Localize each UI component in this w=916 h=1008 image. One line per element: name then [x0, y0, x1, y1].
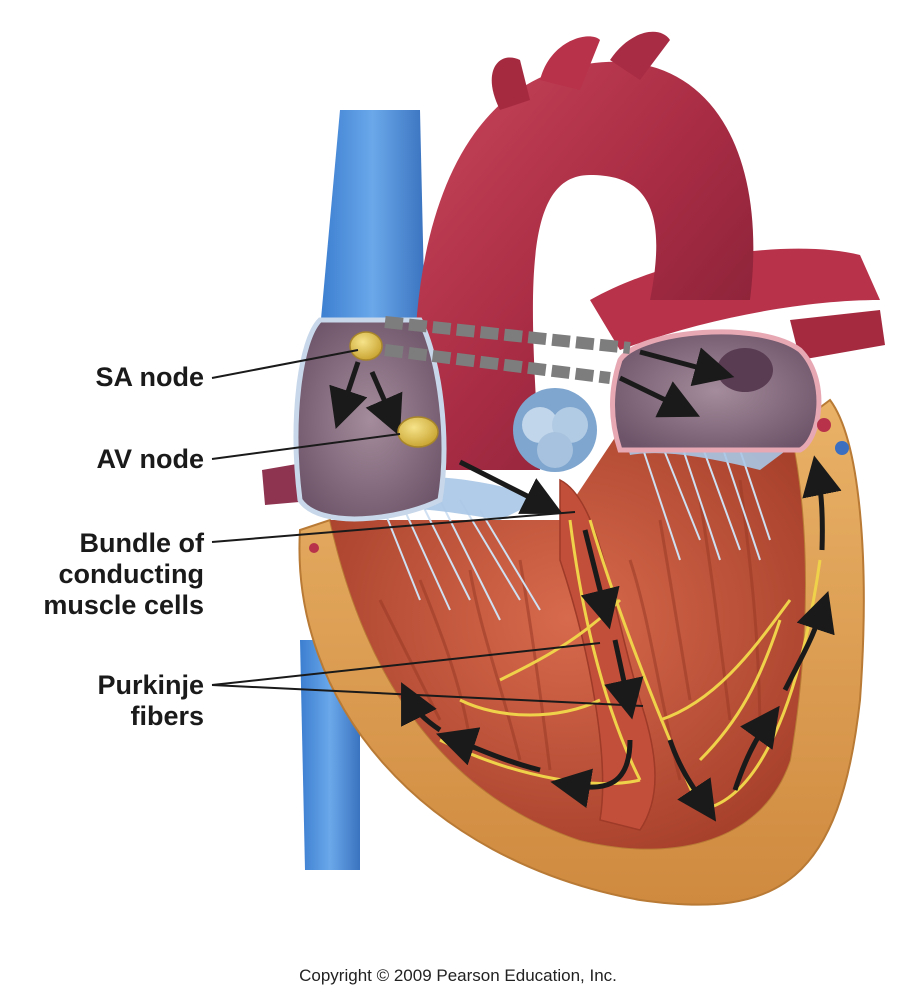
leader-line-av — [211, 433, 401, 460]
leader-line-purkinje-2 — [211, 684, 644, 707]
coronary-vein — [835, 441, 849, 455]
label-purkinje-fibers: Purkinje fibers — [97, 670, 204, 731]
arrow-icon — [802, 455, 842, 551]
conduction-arrows — [329, 347, 842, 822]
arrow-icon — [667, 739, 717, 822]
arrow-icon — [365, 371, 403, 437]
av-node — [397, 416, 439, 448]
sa-node — [349, 331, 383, 361]
coronary-artery — [817, 418, 831, 432]
coronary-artery-left — [309, 543, 319, 553]
aortic-arch — [414, 31, 754, 470]
pulmonary-vein-opening — [717, 348, 773, 392]
leader-line-bundle — [211, 511, 576, 543]
copyright-notice: Copyright © 2009 Pearson Education, Inc. — [299, 966, 617, 985]
arrow-icon — [401, 682, 442, 733]
leader-line-purkinje-1 — [211, 642, 601, 686]
arrow-icon — [329, 361, 368, 429]
label-sa-node: SA node — [95, 362, 204, 392]
arrow-icon — [604, 639, 644, 720]
label-av-node: AV node — [96, 444, 205, 474]
leader-lines — [211, 349, 644, 707]
arrow-icon — [550, 739, 633, 809]
label-bundle-of-conducting-muscle-cells: Bundle of conducting muscle cells — [43, 528, 204, 620]
arrow-icon — [458, 459, 563, 515]
interatrial-pathway — [384, 316, 631, 384]
arrow-icon — [580, 529, 620, 630]
leader-line-sa — [211, 349, 359, 379]
arrow-icon — [782, 591, 835, 692]
chordae-tendineae — [379, 439, 771, 621]
arrow-icon — [436, 727, 541, 773]
arrow-icon — [732, 705, 780, 791]
arrow-icon — [639, 347, 735, 387]
aortic-valve — [513, 388, 597, 472]
arrow-icon — [618, 375, 701, 418]
